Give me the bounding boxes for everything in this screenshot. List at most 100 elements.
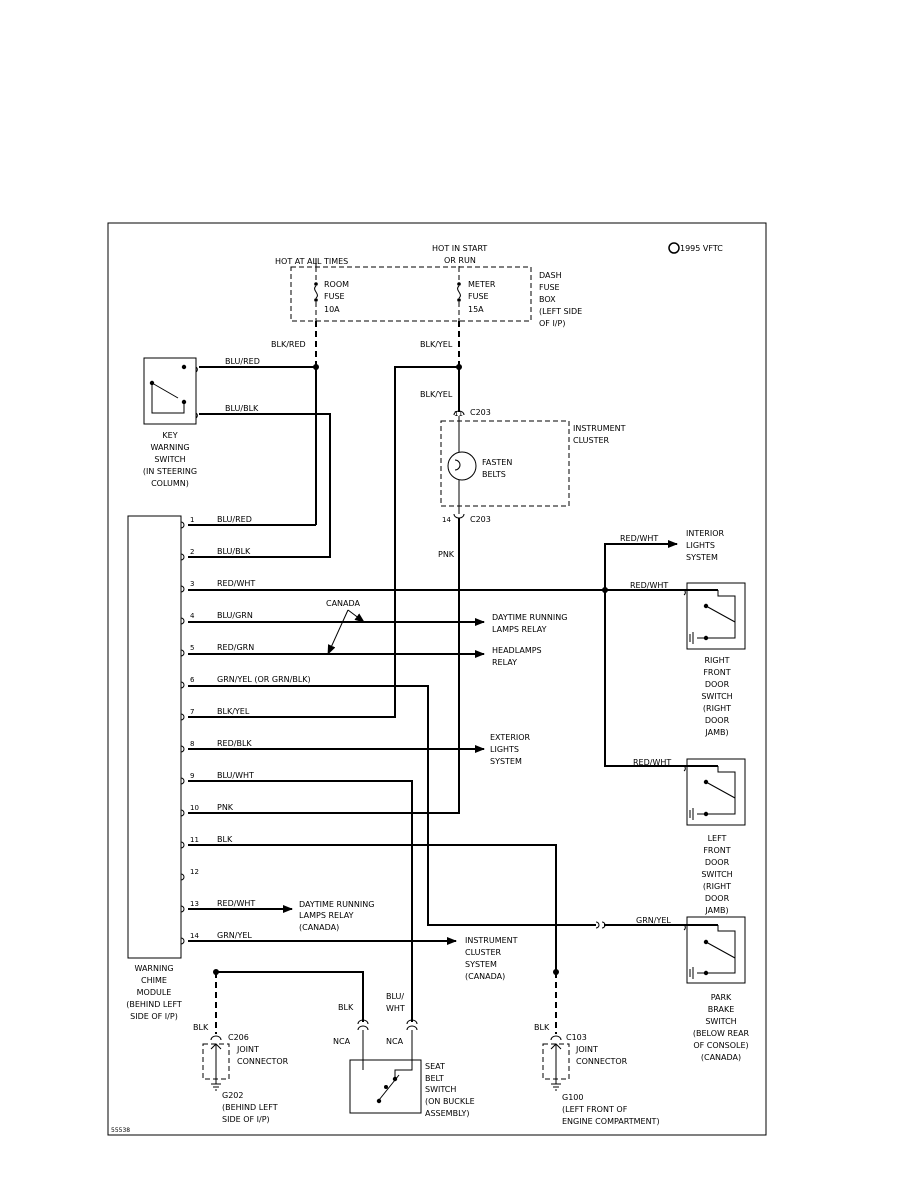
fuse-box-label-4: (LEFT SIDE: [539, 307, 582, 316]
right-door-label-1: RIGHT: [704, 656, 729, 665]
drl-canada-label-3: (CANADA): [299, 923, 339, 932]
pin-wire-label: BLU/GRN: [217, 611, 253, 620]
cluster-canada-label-2: CLUSTER: [465, 948, 502, 957]
fasten-label: FASTEN: [482, 458, 512, 467]
key-switch-label-2: WARNING: [150, 443, 189, 452]
pin-wire-label: RED/WHT: [217, 579, 255, 588]
drl-canada-label-1: DAYTIME RUNNING: [299, 900, 374, 909]
blu-blk-label: BLU/BLK: [225, 404, 259, 413]
fuse-box-label-2: FUSE: [539, 283, 560, 292]
left-door-label-2: FRONT: [703, 846, 730, 855]
cluster-canada-label-1: INSTRUMENT: [465, 936, 518, 945]
pin-connector: [180, 905, 185, 913]
seat-belt-nca-right: NCA: [386, 1037, 404, 1046]
pin-connector: [180, 713, 185, 721]
c206-label: C206: [228, 1033, 249, 1042]
pnk-label: PNK: [438, 550, 455, 559]
pin-number: 5: [190, 644, 194, 652]
meter-fuse-label-2: FUSE: [468, 292, 489, 301]
seat-belt-switch: [349, 1059, 422, 1114]
fuse-box-label-5: OF I/P): [539, 319, 565, 328]
exterior-label-2: LIGHTS: [490, 745, 519, 754]
headlamps-label-2: RELAY: [492, 658, 517, 667]
module-label-2: CHIME: [141, 976, 167, 985]
left-door-label-3: DOOR: [705, 858, 730, 867]
right-door-label-3: DOOR: [705, 680, 730, 689]
left-door-label-7: JAMB): [704, 906, 728, 915]
pin-connector: [180, 777, 185, 785]
interior-red-wht-label: RED/WHT: [620, 534, 658, 543]
park-brake-label-5: OF CONSOLE): [693, 1041, 748, 1050]
cluster-canada-label-3: SYSTEM: [465, 960, 497, 969]
c103-joint-connector: [542, 1035, 570, 1091]
exterior-label-3: SYSTEM: [490, 757, 522, 766]
c203-top-label: C203: [470, 408, 491, 417]
pin-number: 3: [190, 580, 194, 588]
seat-belt-label-4: (ON BUCKLE: [425, 1097, 475, 1106]
seat-belt-blu-wht-label-2: WHT: [386, 1004, 405, 1013]
c103-joint-label-2: CONNECTOR: [576, 1057, 628, 1066]
left-door-wire: [604, 590, 718, 767]
module-label-4: (BEHIND LEFT: [126, 1000, 182, 1009]
pin-number: 10: [190, 804, 199, 812]
canada-label: CANADA: [326, 599, 361, 608]
park-brake-label-6: (CANADA): [701, 1053, 741, 1062]
blk-yel-label-1: BLK/YEL: [420, 340, 453, 349]
copyright-text: 1995 VFTC: [680, 244, 723, 253]
pin-number: 13: [190, 900, 199, 908]
hot-in-start-label: HOT IN START: [432, 244, 487, 253]
c206-joint-label-1: JOINT: [236, 1045, 259, 1054]
pin-connector: [180, 585, 185, 593]
key-switch-label-3: SWITCH: [154, 455, 185, 464]
pin-number: 1: [190, 516, 194, 524]
park-brake-label-1: PARK: [711, 993, 732, 1002]
module-label-3: MODULE: [137, 988, 172, 997]
park-brake-label-2: BRAKE: [708, 1005, 735, 1014]
g100-loc-1: (LEFT FRONT OF: [562, 1105, 628, 1114]
copyright-mark: 1995 VFTC: [668, 242, 723, 254]
pin-wire-label: BLU/RED: [217, 515, 252, 524]
cluster-label-1: INSTRUMENT: [573, 424, 626, 433]
pin-number: 9: [190, 772, 194, 780]
pin-connector: [180, 873, 185, 881]
drl-canada-label-2: LAMPS RELAY: [299, 911, 354, 920]
key-switch-label-4: (IN STEERING: [143, 467, 197, 476]
pin-wire-label: BLU/WHT: [217, 771, 254, 780]
pin-number: 6: [190, 676, 195, 684]
pin-wire-label: GRN/YEL (OR GRN/BLK): [217, 675, 311, 684]
cluster-label-2: CLUSTER: [573, 436, 610, 445]
room-fuse-label-2: FUSE: [324, 292, 345, 301]
seat-belt-label-5: ASSEMBLY): [425, 1109, 469, 1118]
blk-yel-pin7-wire: [188, 366, 459, 718]
pin-number: 11: [190, 836, 199, 844]
pin-connector: [180, 681, 185, 689]
pin-connector: [180, 553, 185, 561]
c206-joint-connector: [202, 1035, 230, 1091]
room-fuse-label-3: 10A: [324, 305, 340, 314]
seat-belt-nca-left: NCA: [333, 1037, 351, 1046]
pin-connector: [180, 521, 185, 529]
blk-red-label: BLK/RED: [271, 340, 306, 349]
left-door-label-4: SWITCH: [701, 870, 732, 879]
fuse-box-label-1: DASH: [539, 271, 562, 280]
meter-fuse-label-1: METER: [468, 280, 496, 289]
headlamps-label-1: HEADLAMPS: [492, 646, 542, 655]
pin-connector: [180, 809, 185, 817]
right-door-label-7: JAMB): [704, 728, 728, 737]
pin-wire-label: RED/GRN: [217, 643, 254, 652]
pin-number: 12: [190, 868, 199, 876]
right-front-door-switch: [683, 582, 746, 650]
drl-relay-label-1: DAYTIME RUNNING: [492, 613, 567, 622]
room-fuse: [314, 258, 318, 321]
c206-joint-label-2: CONNECTOR: [237, 1057, 289, 1066]
g100-label: G100: [562, 1093, 583, 1102]
c203-pin-14: 14: [442, 516, 451, 524]
c203-bottom-label: C203: [470, 515, 491, 524]
or-run-label: OR RUN: [444, 256, 476, 265]
park-brake-switch: [683, 916, 746, 984]
key-warning-switch: [143, 357, 197, 425]
interior-label-1: INTERIOR: [686, 529, 725, 538]
seat-belt-blk-label: BLK: [338, 1003, 354, 1012]
left-door-red-wht-label: RED/WHT: [633, 758, 671, 767]
